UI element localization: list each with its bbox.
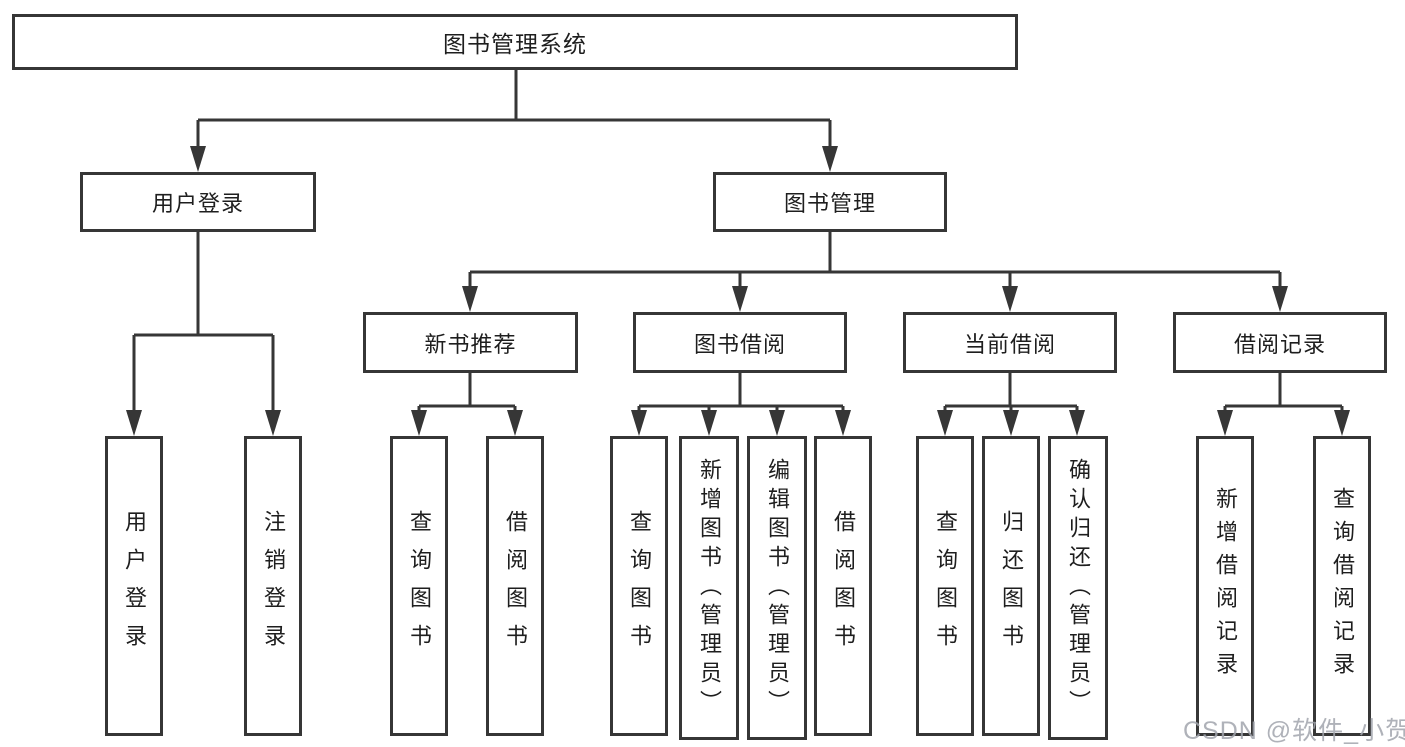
arrow-down-icon <box>631 410 647 436</box>
leaf-borrow-books-borrowing-label: 借阅图书 <box>831 510 856 662</box>
leaf-add-book-admin-label: 新增图书（管理员） <box>697 457 722 719</box>
leaf-add-borrow-record: 新增借阅记录 <box>1196 436 1254 736</box>
connector-root-to-level2 <box>196 70 832 148</box>
arrow-down-icon <box>1217 410 1233 436</box>
leaf-query-books-current: 查询图书 <box>916 436 974 736</box>
leaf-borrow-books-borrowing: 借阅图书 <box>814 436 872 736</box>
arrow-down-icon <box>822 146 838 172</box>
leaf-add-borrow-record-label: 新增借阅记录 <box>1213 487 1238 685</box>
leaf-logout: 注销登录 <box>244 436 302 736</box>
arrow-down-icon <box>126 410 142 436</box>
leaf-query-books-borrowing-label: 查询图书 <box>627 510 652 662</box>
node-library-management-system: 图书管理系统 <box>12 14 1018 70</box>
connector-book-mgmt-branch <box>468 232 1282 288</box>
leaf-query-borrow-record: 查询借阅记录 <box>1313 436 1371 736</box>
arrow-down-icon <box>701 410 717 436</box>
node-current-borrowing-label: 当前借阅 <box>963 331 1056 357</box>
node-borrowing-records: 借阅记录 <box>1173 312 1387 373</box>
leaf-borrow-books-recommend: 借阅图书 <box>486 436 544 736</box>
arrow-down-icon <box>265 410 281 436</box>
node-user-login-label: 用户登录 <box>151 191 244 216</box>
arrow-down-icon <box>1003 410 1019 436</box>
leaf-query-books-current-label: 查询图书 <box>933 510 958 662</box>
leaf-query-books-recommend-label: 查询图书 <box>407 510 432 662</box>
leaf-query-books-borrowing: 查询图书 <box>610 436 668 736</box>
arrow-down-icon <box>1272 286 1288 312</box>
leaf-query-books-recommend: 查询图书 <box>390 436 448 736</box>
connector-level3-stems <box>468 373 1282 406</box>
node-user-login: 用户登录 <box>80 172 316 232</box>
leaf-user-login-label: 用户登录 <box>122 510 147 662</box>
arrow-down-icon <box>507 410 523 436</box>
node-book-borrowing: 图书借阅 <box>633 312 847 373</box>
leaf-edit-book-admin: 编辑图书（管理员） <box>747 436 807 740</box>
arrow-down-icon <box>1334 410 1350 436</box>
leaf-return-book: 归还图书 <box>982 436 1040 736</box>
leaf-confirm-return-admin: 确认归还（管理员） <box>1048 436 1108 740</box>
node-current-borrowing: 当前借阅 <box>903 312 1117 373</box>
connector-leaf-stubs <box>417 406 1344 414</box>
leaf-confirm-return-admin-label: 确认归还（管理员） <box>1066 457 1091 719</box>
arrow-down-icon <box>411 410 427 436</box>
node-borrowing-records-label: 借阅记录 <box>1233 331 1326 357</box>
arrow-down-icon <box>1069 410 1085 436</box>
arrow-down-icon <box>937 410 953 436</box>
arrowheads <box>126 146 1350 436</box>
leaf-user-login: 用户登录 <box>105 436 163 736</box>
arrow-down-icon <box>835 410 851 436</box>
node-new-book-recommendation: 新书推荐 <box>363 312 578 373</box>
node-library-management-system-label: 图书管理系统 <box>443 31 587 57</box>
arrow-down-icon <box>732 286 748 312</box>
leaf-edit-book-admin-label: 编辑图书（管理员） <box>765 457 790 719</box>
leaf-borrow-books-recommend-label: 借阅图书 <box>503 510 528 662</box>
leaf-logout-label: 注销登录 <box>261 510 286 662</box>
leaf-query-borrow-record-label: 查询借阅记录 <box>1330 487 1355 685</box>
node-book-borrowing-label: 图书借阅 <box>693 331 786 357</box>
arrow-down-icon <box>190 146 206 172</box>
connector-user-login-branch <box>132 232 275 412</box>
csdn-watermark: CSDN @软件_小贺同学 <box>1183 717 1405 745</box>
node-book-management-label: 图书管理 <box>783 191 876 216</box>
leaf-add-book-admin: 新增图书（管理员） <box>679 436 739 740</box>
node-book-management: 图书管理 <box>713 172 947 232</box>
arrow-down-icon <box>1002 286 1018 312</box>
leaf-return-book-label: 归还图书 <box>999 510 1024 662</box>
arrow-down-icon <box>769 410 785 436</box>
node-new-book-recommendation-label: 新书推荐 <box>424 331 517 357</box>
arrow-down-icon <box>462 286 478 312</box>
